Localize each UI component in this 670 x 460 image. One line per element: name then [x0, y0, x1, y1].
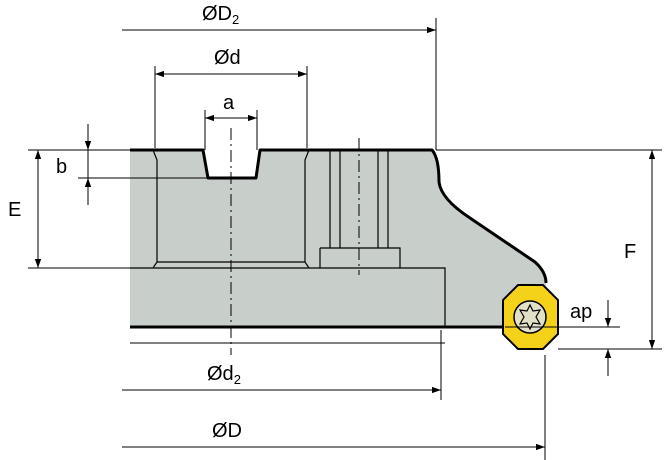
cutter-top-outline [130, 148, 548, 284]
bolt-hole-outline [319, 150, 401, 268]
dim-d2: Ød2 [122, 330, 445, 400]
dim-b: b [56, 124, 208, 205]
dim-d: Ød [154, 47, 308, 148]
torx-screw-icon [518, 303, 542, 331]
cutter-body-fill [130, 150, 546, 327]
label-E: E [8, 199, 21, 221]
label-d2: Ød2 [207, 363, 241, 387]
label-d: Ød [214, 47, 241, 69]
label-ap: ap [570, 301, 592, 323]
label-D2: ØD2 [202, 3, 239, 27]
label-b: b [56, 156, 67, 178]
bore-right-line [304, 149, 310, 269]
bore-left-line [152, 149, 158, 269]
bore-bottom-line [130, 267, 446, 327]
dim-D: ØD [122, 355, 546, 460]
label-D: ØD [212, 420, 242, 442]
label-a: a [223, 92, 235, 114]
label-F: F [624, 241, 636, 263]
dim-a: a [204, 92, 258, 150]
dim-ap: ap [505, 300, 620, 376]
cutting-insert [502, 284, 559, 350]
dim-E: E [8, 149, 130, 269]
cutter-body [130, 128, 548, 355]
dim-F: F [436, 149, 662, 350]
dim-D2: ØD2 [122, 3, 437, 150]
insert-hole [513, 300, 547, 334]
